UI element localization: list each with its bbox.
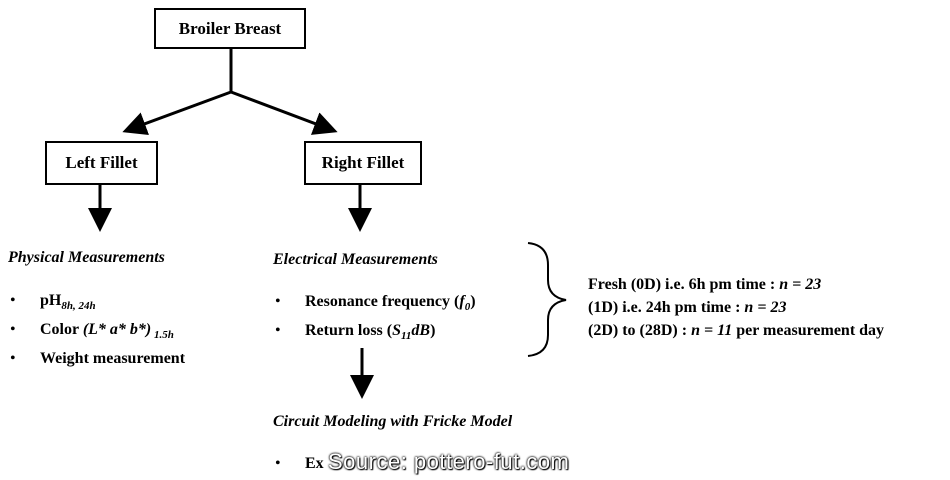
- group-fresh: Fresh (0D) i.e. 6h pm time : n = 23: [588, 276, 822, 293]
- arrow-to-right-fillet: [230, 90, 338, 135]
- ph-item: pH8h, 24h: [10, 289, 185, 318]
- watermark: Source: pottero-fut.com: [328, 449, 570, 474]
- physical-measurements-list: pH8h, 24h Color (L* a* b*) 1.5h Weight m…: [10, 289, 185, 370]
- group-2d-28d: (2D) to (28D) : n = 11 per measurement d…: [588, 322, 885, 339]
- circuit-item-partial: Ex: [275, 452, 324, 475]
- circuit-modeling-list: Ex: [275, 452, 324, 475]
- circuit-modeling-heading: Circuit Modeling with Fricke Model: [273, 413, 513, 430]
- curly-brace: [527, 242, 567, 357]
- resonance-frequency-item: Resonance frequency (f0): [275, 290, 476, 319]
- electrical-measurements-heading: Electrical Measurements: [273, 251, 438, 268]
- group-1d: (1D) i.e. 24h pm time : n = 23: [588, 299, 787, 316]
- right-fillet-label: Right Fillet: [321, 153, 405, 172]
- broiler-breast-box: Broiler Breast: [154, 8, 306, 49]
- left-fillet-box: Left Fillet: [45, 141, 158, 185]
- color-item: Color (L* a* b*) 1.5h: [10, 318, 185, 347]
- return-loss-item: Return loss (S11dB): [275, 319, 476, 348]
- weight-item: Weight measurement: [10, 347, 185, 370]
- physical-measurements-heading: Physical Measurements: [8, 249, 165, 266]
- broiler-breast-label: Broiler Breast: [178, 18, 282, 38]
- left-fillet-label: Left Fillet: [65, 153, 138, 172]
- arrow-to-left-fillet: [122, 90, 232, 136]
- measurement-groups: Fresh (0D) i.e. 6h pm time : n = 23 (1D)…: [588, 273, 884, 342]
- right-fillet-box: Right Fillet: [304, 141, 422, 185]
- electrical-measurements-list: Resonance frequency (f0) Return loss (S1…: [275, 290, 476, 348]
